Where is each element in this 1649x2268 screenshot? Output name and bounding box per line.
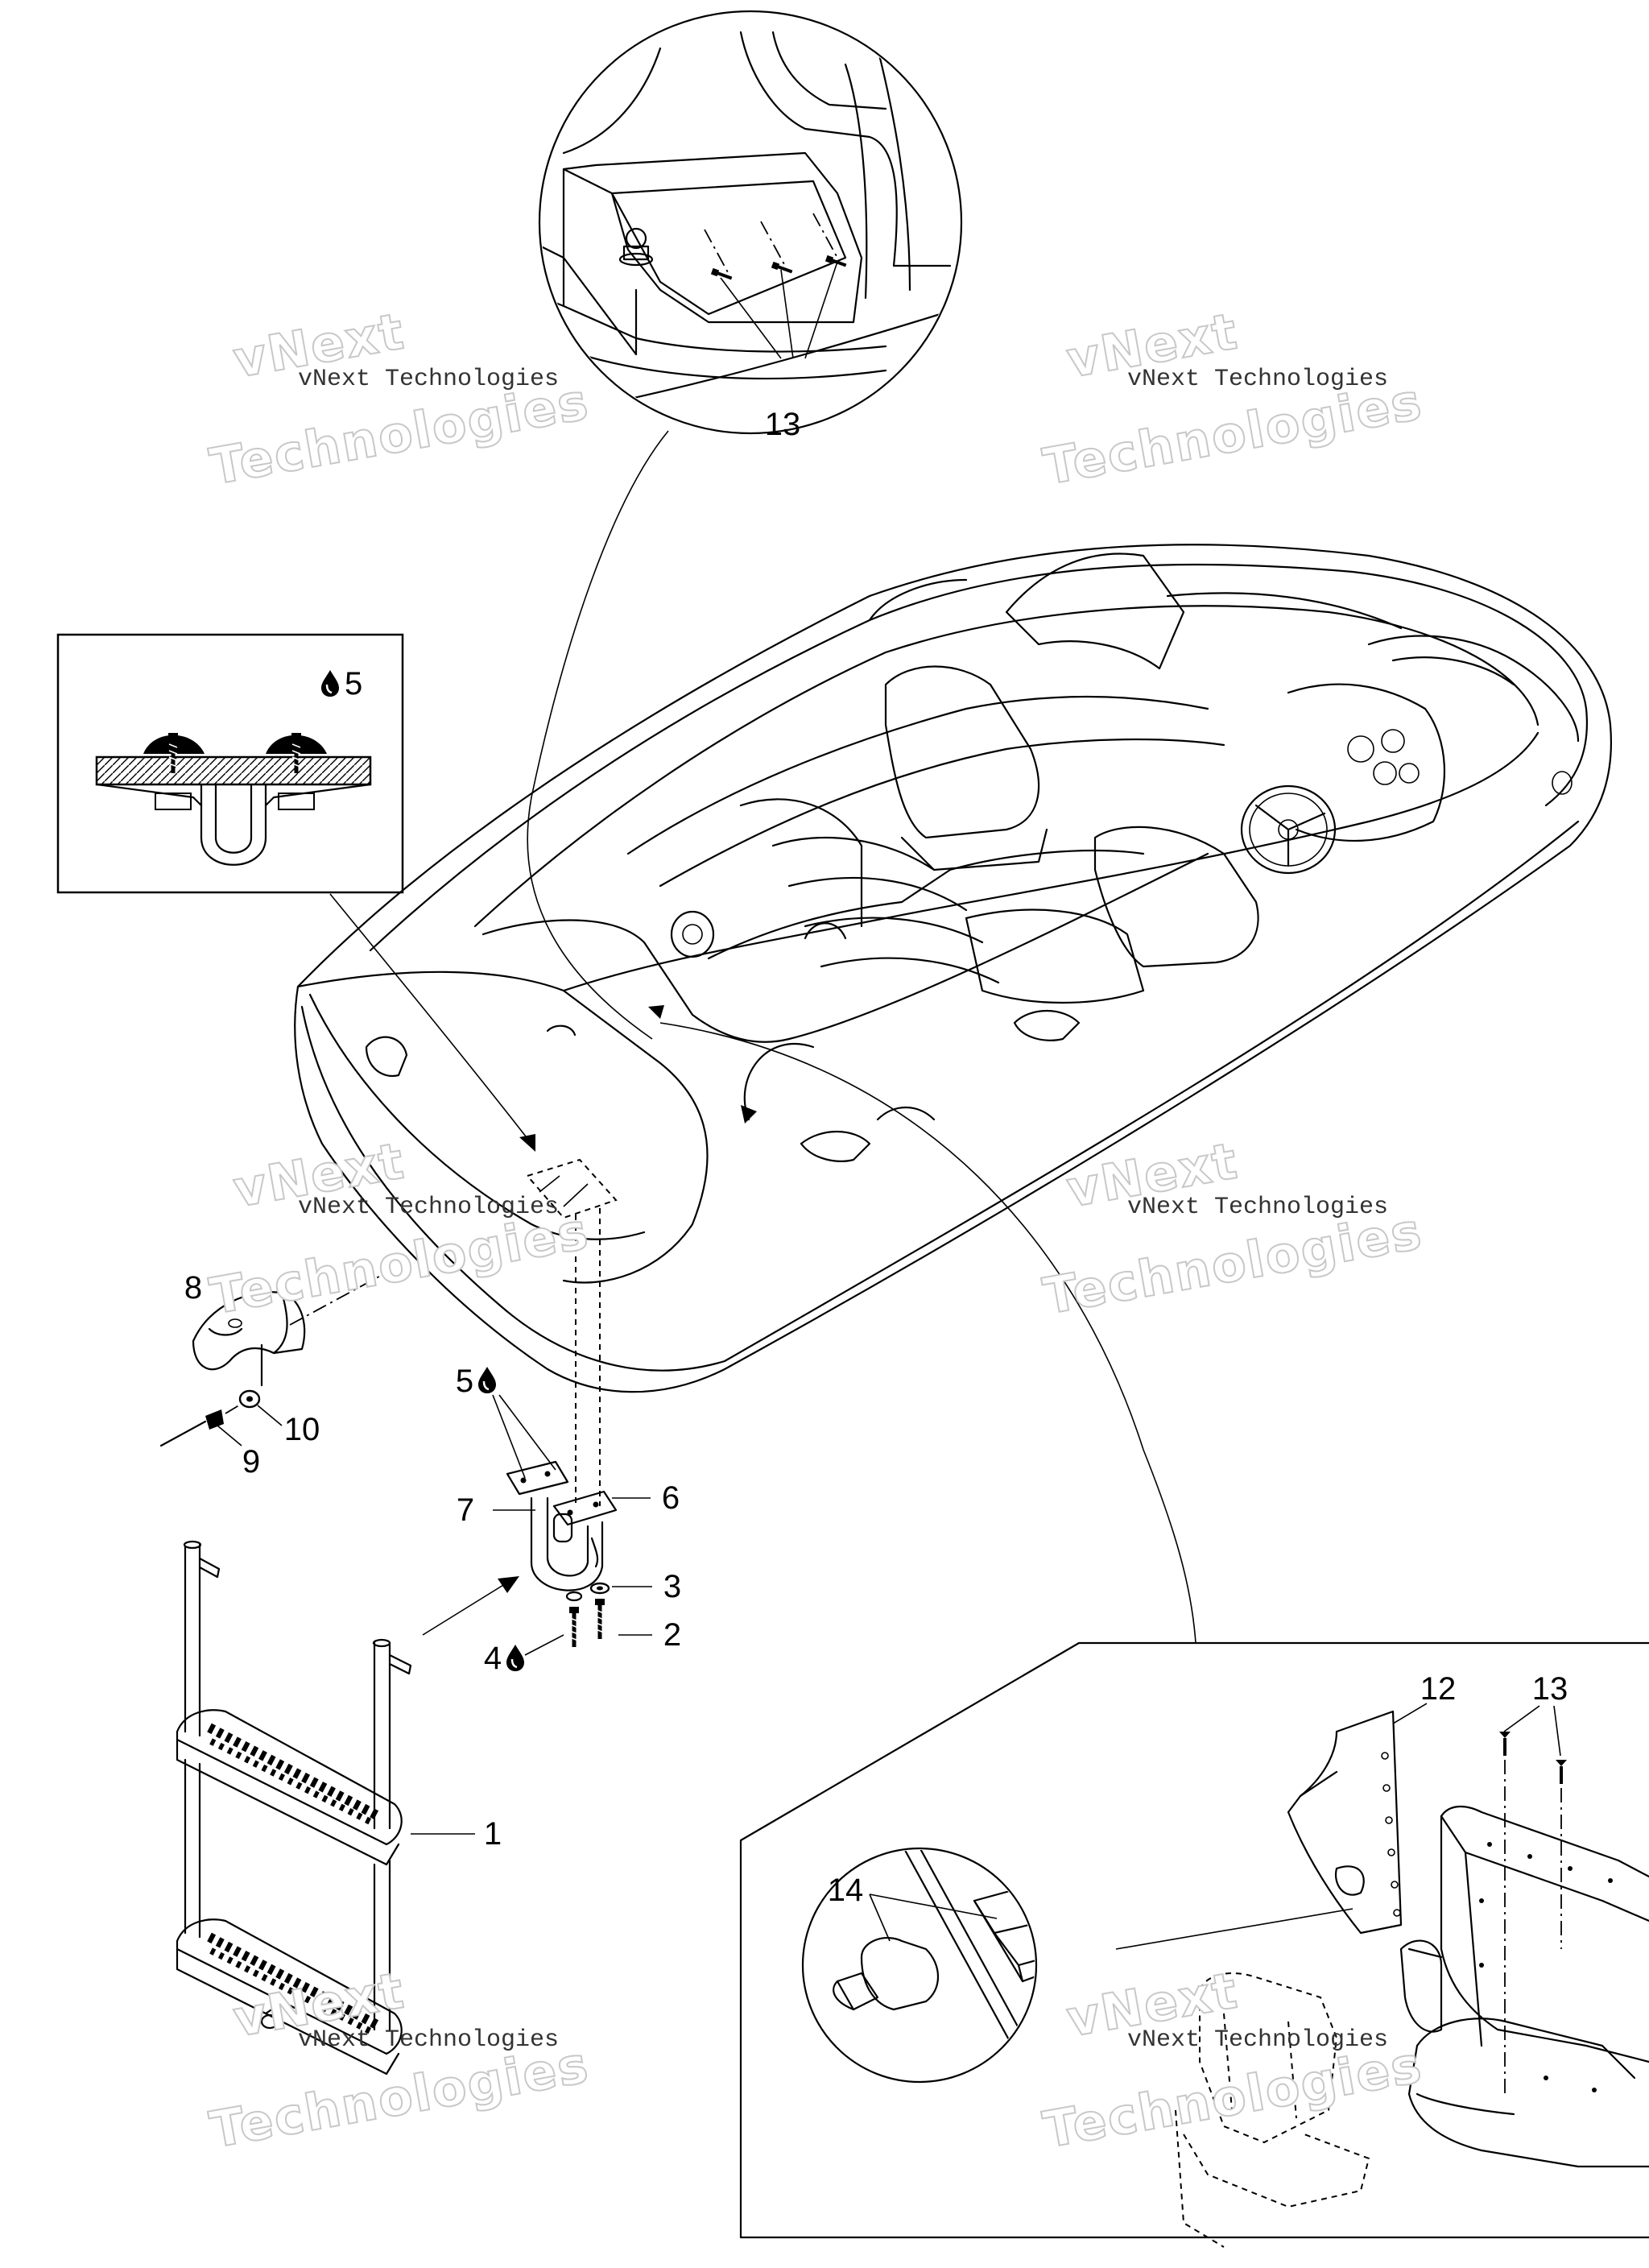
svg-text:vNext Technologies: vNext Technologies xyxy=(298,2026,559,2054)
part-9-10: 10 9 xyxy=(159,1389,320,1480)
part-8: 8 xyxy=(184,1270,387,1387)
callout-13-top: 13 xyxy=(765,407,801,442)
detail-inset-bottom: 14 12 13 xyxy=(739,1641,1649,2248)
callout-4: 4 xyxy=(484,1641,502,1676)
watermark-5: vNext vNext Technologies Technologies xyxy=(205,1960,594,2160)
svg-text:vNext Technologies: vNext Technologies xyxy=(1127,2026,1388,2054)
mount-plate-outline xyxy=(526,1158,618,1506)
callout-14: 14 xyxy=(828,1873,864,1908)
watermark-3: vNext vNext Technologies Technologies xyxy=(205,1130,594,1326)
svg-text:vNext Technologies: vNext Technologies xyxy=(298,1194,559,1221)
watermark-2: vNext vNext Technologies Technologies xyxy=(1038,300,1428,497)
detail-section-box: 5 xyxy=(56,633,404,894)
callout-2: 2 xyxy=(663,1617,681,1653)
callout-7: 7 xyxy=(457,1492,474,1528)
svg-text:vNext Technologies: vNext Technologies xyxy=(1127,1194,1388,1221)
callout-9: 9 xyxy=(242,1444,260,1480)
detail-circle-top: 13 xyxy=(538,10,963,442)
callout-1: 1 xyxy=(484,1816,502,1852)
callout-12: 12 xyxy=(1420,1671,1457,1707)
bracket-assembly: 5 7 6 3 2 4 xyxy=(422,1364,681,1676)
svg-text:vNext Technologies: vNext Technologies xyxy=(298,366,559,393)
sealant-drop-icon xyxy=(505,1643,526,1673)
svg-text:vNext Technologies: vNext Technologies xyxy=(1127,366,1388,393)
callout-13-bottom: 13 xyxy=(1532,1671,1568,1707)
leader-arcs xyxy=(329,430,1196,1644)
callout-5-box: 5 xyxy=(345,666,362,702)
callout-6: 6 xyxy=(662,1480,680,1516)
sealant-drop-icon xyxy=(477,1365,498,1395)
watermark-1: vNext vNext Technologies Technologies xyxy=(205,300,594,497)
part-1-ladder: 1 xyxy=(176,1540,502,2076)
watermark-4: vNext vNext Technologies Technologies xyxy=(1038,1130,1428,1326)
callout-3: 3 xyxy=(663,1569,681,1604)
callout-10: 10 xyxy=(284,1412,320,1447)
boat-hull xyxy=(294,544,1612,1393)
callout-8: 8 xyxy=(184,1270,202,1306)
callout-5-mid: 5 xyxy=(456,1364,473,1399)
watermark-6: vNext vNext Technologies Technologies xyxy=(1038,1960,1428,2160)
